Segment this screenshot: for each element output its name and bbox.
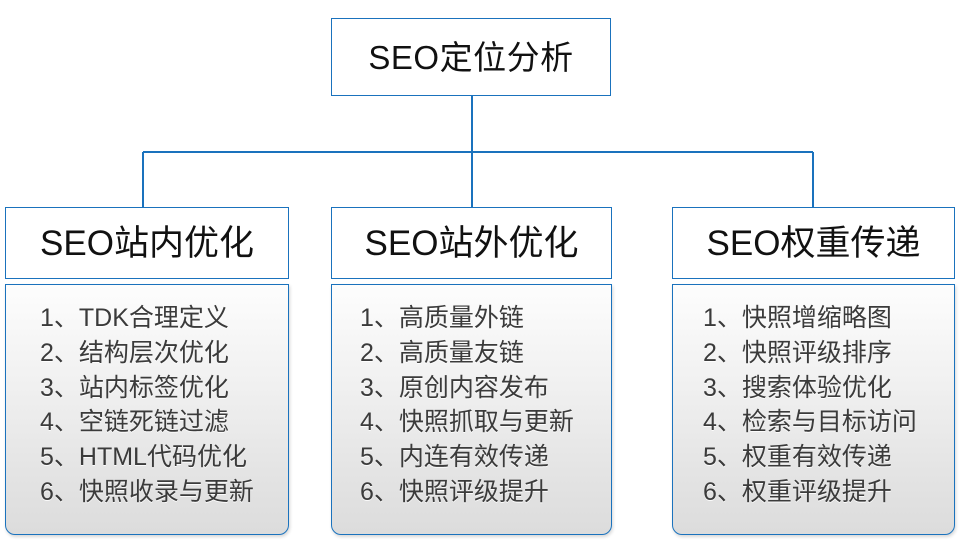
list-item: 5、内连有效传递 [360,443,549,471]
list-item: 3、原创内容发布 [360,373,549,402]
list-item: 5、权重有效传递 [703,443,892,471]
list-item: 2、高质量友链 [360,338,524,367]
list-item: 1、快照增缩略图 [703,304,892,332]
root-node[interactable]: SEO定位分析 [331,18,611,96]
list-item: 2、快照评级排序 [703,338,892,367]
list-item: 2、结构层次优化 [40,338,229,367]
branch-header-3-label: SEO权重传递 [706,223,921,263]
list-item: 1、TDK合理定义 [40,304,229,332]
root-node-label: SEO定位分析 [368,38,574,76]
branch-header-1[interactable]: SEO站内优化 [5,207,289,279]
branch-header-1-label: SEO站内优化 [40,223,254,263]
list-item: 1、高质量外链 [360,304,524,332]
list-item: 4、快照抓取与更新 [360,408,574,437]
branch-column-2: SEO站外优化 1、高质量外链 2、高质量友链 3、原创内容发布 4、快照抓取与… [331,207,612,535]
branch-header-3[interactable]: SEO权重传递 [672,207,955,279]
list-item: 3、站内标签优化 [40,373,229,402]
branch-column-3: SEO权重传递 1、快照增缩略图 2、快照评级排序 3、搜索体验优化 4、检索与… [672,207,955,535]
branch-list-2: 1、高质量外链 2、高质量友链 3、原创内容发布 4、快照抓取与更新 5、内连有… [331,284,612,535]
branch-list-3: 1、快照增缩略图 2、快照评级排序 3、搜索体验优化 4、检索与目标访问 5、权… [672,284,955,535]
branch-list-1: 1、TDK合理定义 2、结构层次优化 3、站内标签优化 4、空链死链过滤 5、H… [5,284,289,535]
list-item: 6、权重评级提升 [703,477,892,506]
branch-header-2[interactable]: SEO站外优化 [331,207,612,279]
branch-header-2-label: SEO站外优化 [364,223,579,263]
list-item: 6、快照收录与更新 [40,477,254,506]
list-item: 5、HTML代码优化 [40,443,247,471]
branch-column-1: SEO站内优化 1、TDK合理定义 2、结构层次优化 3、站内标签优化 4、空链… [5,207,289,535]
list-item: 3、搜索体验优化 [703,373,892,402]
list-item: 4、空链死链过滤 [40,408,229,437]
list-item: 4、检索与目标访问 [703,408,917,437]
list-item: 6、快照评级提升 [360,477,549,506]
